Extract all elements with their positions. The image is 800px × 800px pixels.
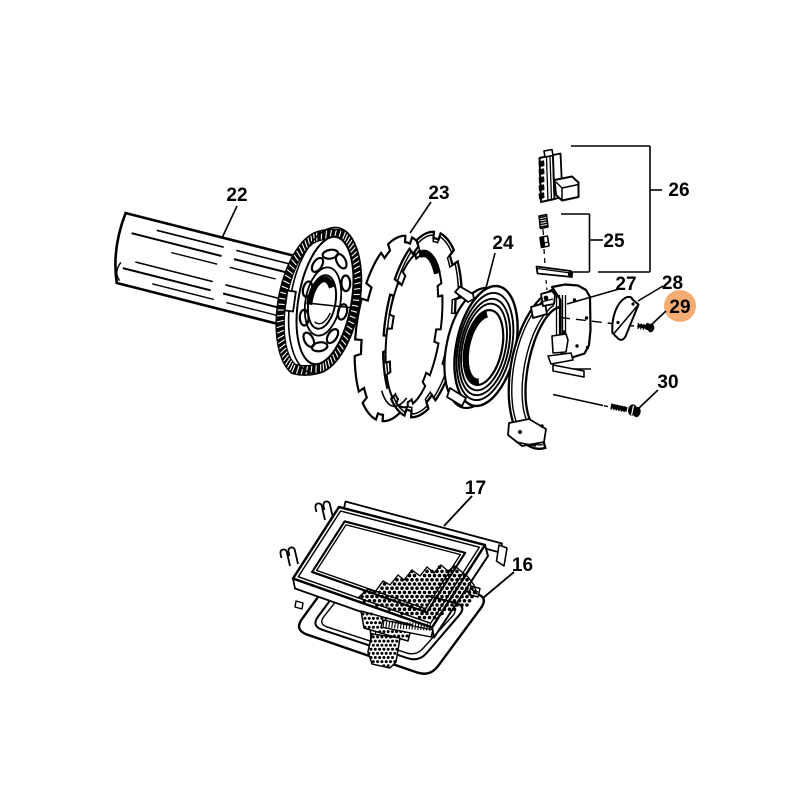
svg-text:29: 29 [669, 297, 690, 318]
svg-text:27: 27 [615, 274, 636, 295]
svg-text:22: 22 [226, 185, 247, 206]
svg-text:24: 24 [492, 233, 514, 254]
svg-text:16: 16 [512, 555, 533, 576]
svg-text:17: 17 [465, 478, 486, 499]
svg-text:28: 28 [662, 273, 683, 294]
svg-text:30: 30 [657, 372, 678, 393]
svg-text:23: 23 [428, 183, 449, 204]
svg-text:26: 26 [668, 180, 689, 201]
svg-text:25: 25 [603, 231, 625, 252]
